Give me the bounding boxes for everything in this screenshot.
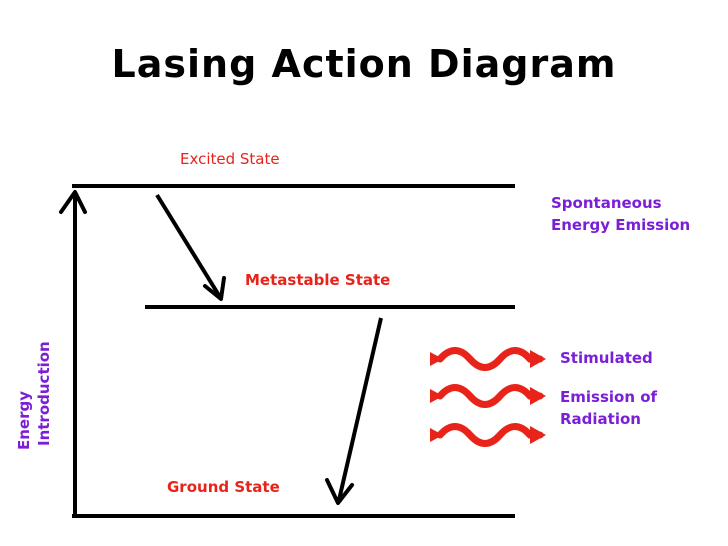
stimulated-wave-2 bbox=[430, 384, 546, 408]
energy-arrowhead bbox=[59, 190, 87, 214]
energy-label-line1: Energy bbox=[15, 390, 33, 450]
stimulated-label-line2: Emission of bbox=[560, 388, 658, 406]
decay-arrow bbox=[155, 193, 222, 299]
energy-label-line2: Introduction bbox=[35, 341, 53, 446]
excited-state-label: Excited State bbox=[180, 150, 280, 168]
metastable-state-label: Metastable State bbox=[245, 271, 391, 289]
decay-arrowhead bbox=[203, 276, 226, 301]
stimulated-label-line3: Radiation bbox=[560, 410, 641, 428]
stimulated-label-line1: Stimulated bbox=[560, 349, 653, 367]
stimulated-wave-3 bbox=[430, 423, 546, 447]
energy-introduction-label: Energy Introduction bbox=[14, 290, 54, 450]
emission-arrowhead bbox=[325, 478, 354, 505]
spontaneous-label-line2: Energy Emission bbox=[551, 216, 691, 234]
emission-arrow bbox=[337, 317, 383, 501]
spontaneous-label-line1: Spontaneous bbox=[551, 194, 662, 212]
stimulated-wave-1 bbox=[430, 347, 546, 371]
ground-state-label: Ground State bbox=[167, 478, 280, 496]
diagram-title: Lasing Action Diagram bbox=[111, 42, 617, 86]
